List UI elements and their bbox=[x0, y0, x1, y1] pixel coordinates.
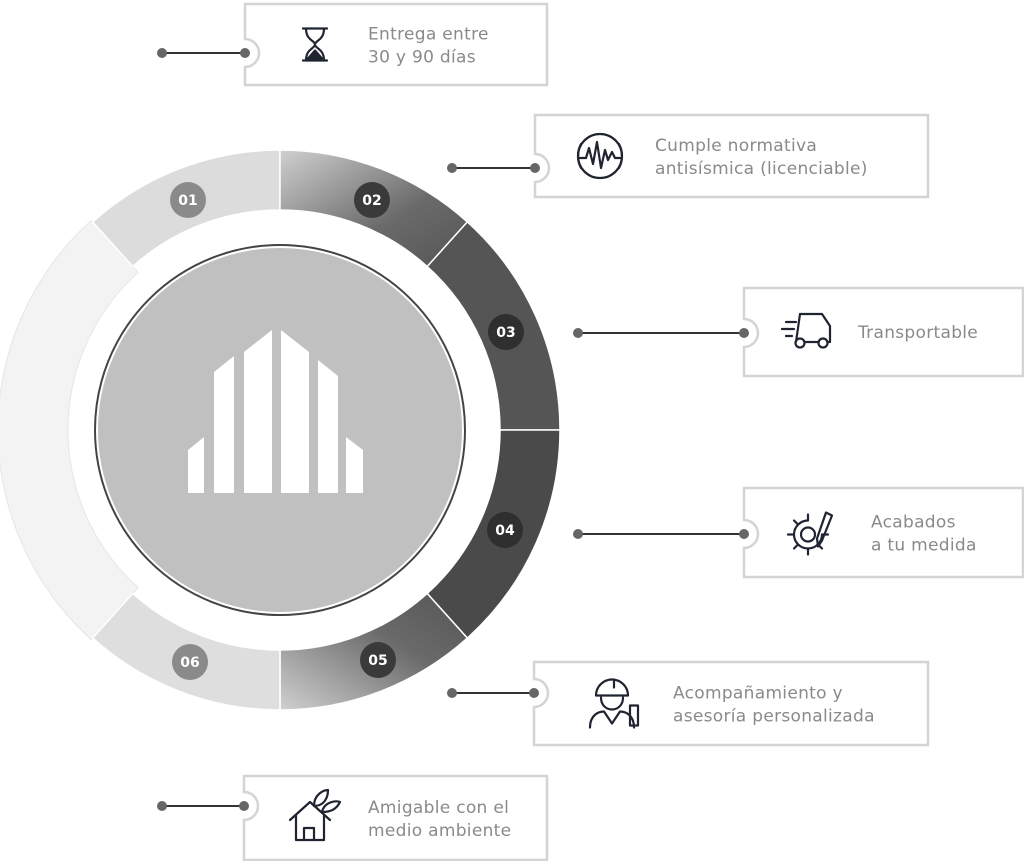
step-badge-06: 06 bbox=[172, 644, 208, 680]
feature-label-line2: a tu medida bbox=[871, 536, 977, 556]
card-frame bbox=[243, 2, 549, 87]
step-badge-02: 02 bbox=[354, 182, 390, 218]
connector-dot bbox=[530, 163, 540, 173]
seismic-wave-icon bbox=[576, 132, 624, 180]
card-frame bbox=[242, 774, 549, 861]
card-frame bbox=[742, 286, 1024, 378]
connector-dot bbox=[739, 529, 749, 539]
feature-card-4: Acabados a tu medida bbox=[573, 486, 1024, 579]
connector-dot bbox=[529, 688, 539, 698]
step-badge-04: 04 bbox=[487, 512, 523, 548]
feature-label-line1: Acompañamiento y bbox=[673, 684, 843, 704]
step-badge-05: 05 bbox=[360, 642, 396, 678]
feature-label-line2: 30 y 90 días bbox=[368, 48, 476, 68]
connector-dot bbox=[447, 688, 457, 698]
feature-card-1: Entrega entre 30 y 90 días bbox=[157, 2, 549, 87]
feature-label-line2: asesoría personalizada bbox=[673, 707, 875, 727]
gear-pencil-icon bbox=[786, 511, 834, 556]
connector-dot bbox=[447, 163, 457, 173]
feature-card-6: Amigable con el medio ambiente bbox=[157, 774, 549, 861]
hourglass-icon bbox=[301, 27, 329, 62]
step-number: 05 bbox=[368, 653, 387, 669]
connector-dot bbox=[573, 328, 583, 338]
connector-dot bbox=[157, 801, 167, 811]
feature-label-line1: Acabados bbox=[871, 513, 956, 533]
step-number: 01 bbox=[178, 193, 197, 209]
step-number: 02 bbox=[362, 193, 381, 209]
connector-dot bbox=[739, 328, 749, 338]
connector-dot bbox=[573, 529, 583, 539]
connector-dot bbox=[157, 48, 167, 58]
step-badge-01: 01 bbox=[170, 182, 206, 218]
connector-dot bbox=[239, 801, 249, 811]
eco-house-icon bbox=[288, 788, 342, 842]
feature-label-line1: Amigable con el bbox=[368, 798, 509, 818]
feature-label-line1: Entrega entre bbox=[368, 25, 489, 45]
card-frame bbox=[533, 113, 930, 199]
step-number: 06 bbox=[180, 655, 199, 671]
feature-label-line2: medio ambiente bbox=[368, 821, 511, 841]
feature-label-line2: antisísmica (licenciable) bbox=[655, 159, 868, 179]
feature-label-line1: Cumple normativa bbox=[655, 136, 817, 156]
feature-label-line1: Transportable bbox=[857, 323, 978, 343]
card-frame bbox=[742, 486, 1024, 579]
step-badge-03: 03 bbox=[488, 314, 524, 350]
engineer-icon bbox=[588, 678, 640, 729]
center-disk bbox=[98, 248, 462, 612]
step-number: 03 bbox=[496, 325, 515, 341]
card-frame bbox=[532, 660, 930, 747]
feature-card-2: Cumple normativa antisísmica (licenciable… bbox=[447, 113, 930, 199]
ring-background bbox=[0, 219, 139, 641]
feature-card-3: Transportable bbox=[573, 286, 1024, 378]
building-logo-icon bbox=[188, 330, 363, 493]
delivery-truck-icon bbox=[780, 312, 832, 349]
feature-card-5: Acompañamiento y asesoría personalizada bbox=[447, 660, 930, 747]
connector-dot bbox=[240, 48, 250, 58]
step-number: 04 bbox=[495, 523, 515, 539]
